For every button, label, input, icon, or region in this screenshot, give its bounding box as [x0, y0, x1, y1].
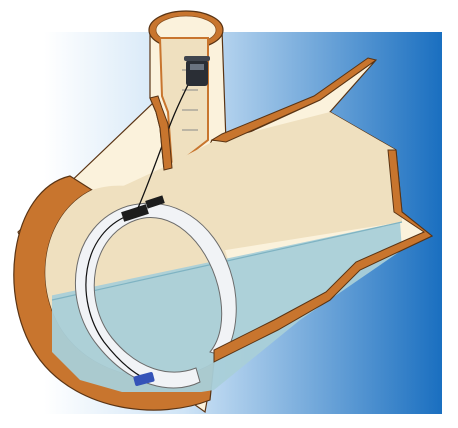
data-logger-icon: [184, 56, 210, 86]
